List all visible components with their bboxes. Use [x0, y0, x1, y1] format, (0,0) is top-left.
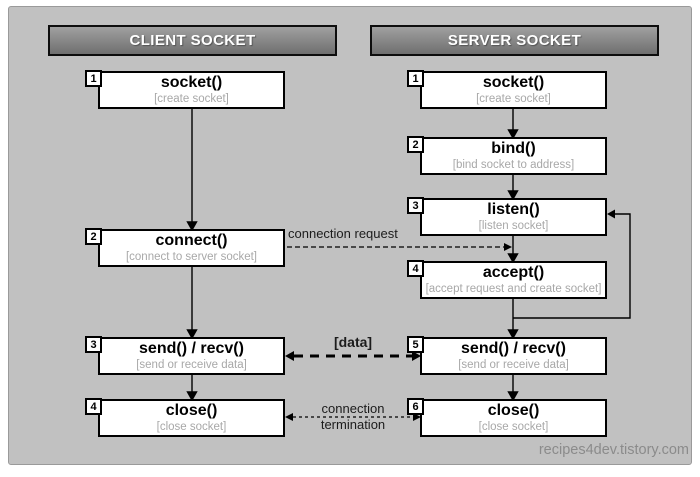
data-label: [data] [333, 334, 373, 350]
server-step-number-close: 6 [407, 398, 424, 415]
server-step-box-send-recv: send() / recv() [send or receive data] [420, 337, 607, 375]
server-send-recv-title: send() / recv() [461, 340, 566, 358]
server-listen-subtitle: [listen socket] [478, 219, 549, 232]
server-send-recv-subtitle: [send or receive data] [458, 358, 569, 371]
connection-termination-label-line2: termination [320, 416, 386, 432]
client-connect-title: connect() [155, 232, 228, 250]
server-step-box-close: close() [close socket] [420, 399, 607, 437]
client-close-title: close() [165, 402, 218, 420]
solid-flow-arrows [186, 108, 519, 402]
server-close-subtitle: [close socket] [478, 420, 549, 433]
client-step-box-send-recv: send() / recv() [send or receive data] [98, 337, 285, 375]
server-step-number-accept: 4 [407, 260, 424, 277]
server-socket-header-label: SERVER SOCKET [447, 32, 582, 49]
server-accept-title: accept() [482, 264, 545, 282]
connection-termination-label-line1: connection [321, 401, 385, 416]
server-step-number-bind: 2 [407, 136, 424, 153]
connection-request-arrow [287, 243, 512, 251]
client-step-box-socket: socket() [create socket] [98, 71, 285, 109]
connection-request-label: connection request [288, 226, 398, 241]
client-step-box-close: close() [close socket] [98, 399, 285, 437]
server-step-number-send-recv: 5 [407, 336, 424, 353]
server-socket-header: SERVER SOCKET [370, 25, 659, 56]
client-socket-title: socket() [160, 74, 223, 92]
connection-termination-arrow [285, 413, 421, 421]
server-socket-subtitle: [create socket] [476, 92, 551, 105]
client-send-recv-subtitle: [send or receive data] [136, 358, 247, 371]
server-socket-title: socket() [482, 74, 545, 92]
client-step-box-connect: connect() [connect to server socket] [98, 229, 285, 267]
client-send-recv-title: send() / recv() [139, 340, 244, 358]
server-accept-subtitle: [accept request and create socket] [425, 282, 602, 295]
server-step-box-bind: bind() [bind socket to address] [420, 137, 607, 175]
accept-to-listen-loop-arrow [513, 209, 631, 319]
client-step-number-connect: 2 [85, 228, 102, 245]
client-step-number-socket: 1 [85, 70, 102, 87]
server-step-box-listen: listen() [listen socket] [420, 198, 607, 236]
client-close-subtitle: [close socket] [156, 420, 227, 433]
server-step-number-listen: 3 [407, 197, 424, 214]
client-step-number-close: 4 [85, 398, 102, 415]
server-step-number-socket: 1 [407, 70, 424, 87]
client-socket-header-label: CLIENT SOCKET [129, 32, 256, 49]
client-step-number-send-recv: 3 [85, 336, 102, 353]
server-step-box-socket: socket() [create socket] [420, 71, 607, 109]
client-socket-subtitle: [create socket] [154, 92, 229, 105]
server-close-title: close() [487, 402, 540, 420]
client-socket-header: CLIENT SOCKET [48, 25, 337, 56]
client-connect-subtitle: [connect to server socket] [125, 250, 258, 263]
connection-termination-label: connection termination [285, 401, 421, 432]
server-listen-title: listen() [487, 201, 540, 219]
data-exchange-arrow [285, 351, 421, 361]
server-bind-title: bind() [491, 140, 536, 158]
server-bind-subtitle: [bind socket to address] [452, 158, 575, 171]
watermark: recipes4dev.tistory.com [538, 442, 689, 458]
server-step-box-accept: accept() [accept request and create sock… [420, 261, 607, 299]
